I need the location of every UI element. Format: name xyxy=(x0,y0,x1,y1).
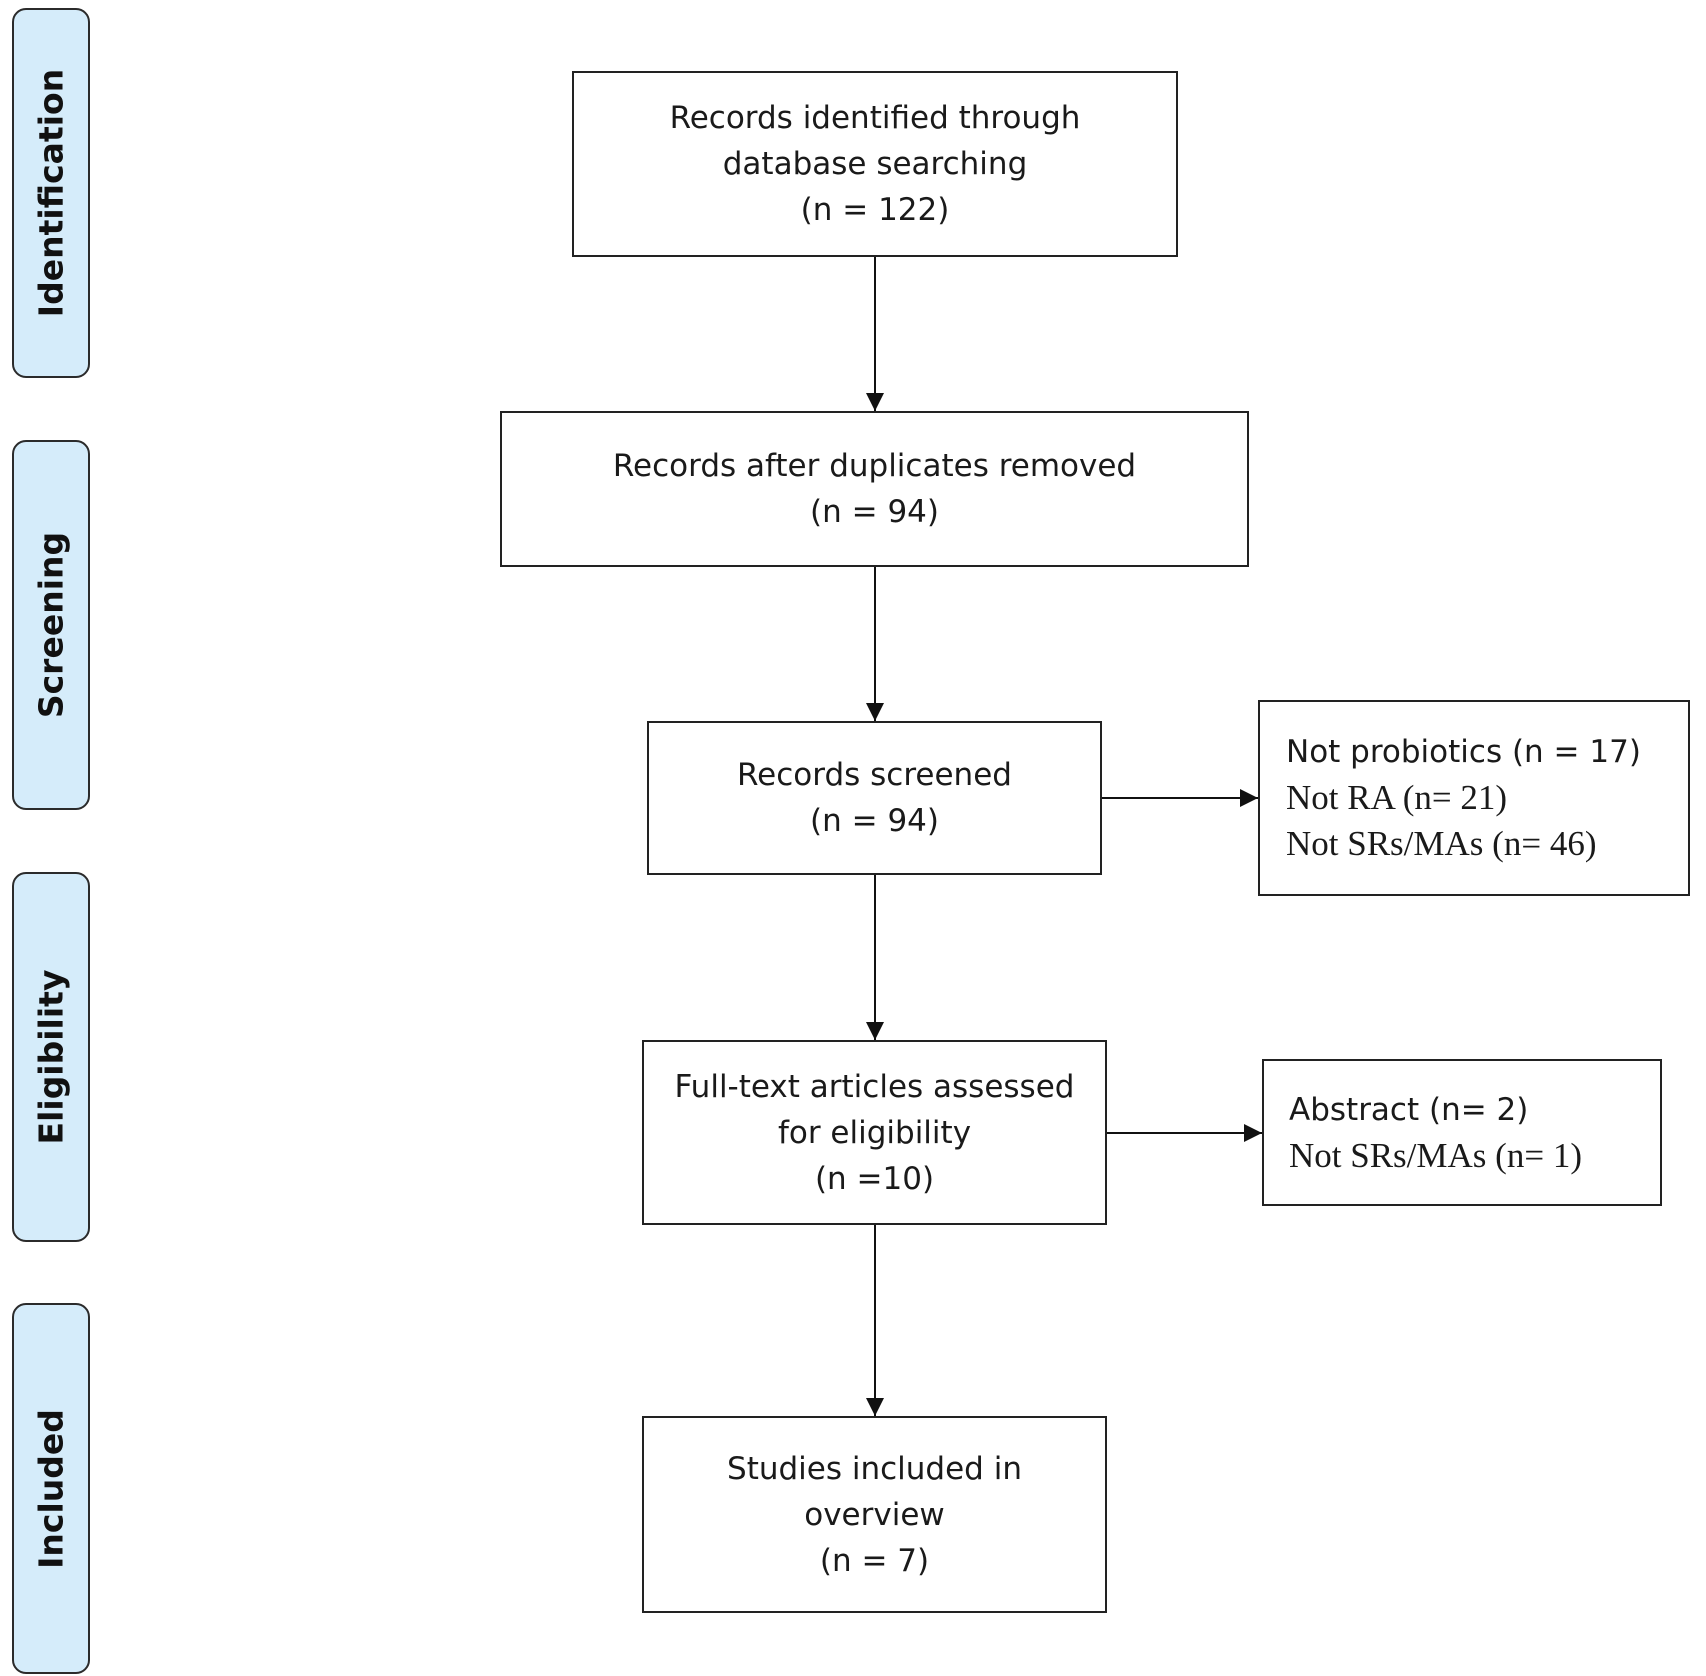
arrowhead-3 xyxy=(866,1022,884,1040)
arrowhead-2 xyxy=(866,703,884,721)
stage-identification: Identification xyxy=(12,8,90,378)
box-screening-exclusions: Not probiotics (n = 17) Not RA (n= 21) N… xyxy=(1258,700,1690,896)
box-fulltext-assessed-line2: for eligibility xyxy=(777,1114,972,1151)
exclusion-not-srs-mas-eligibility: Not SRs/MAs (n= 1) xyxy=(1289,1135,1582,1175)
arrowhead-6 xyxy=(1244,1124,1262,1142)
exclusion-not-probiotics: Not probiotics (n = 17) xyxy=(1286,734,1641,770)
box-studies-included: Studies included in overview (n = 7) xyxy=(642,1416,1107,1613)
box-fulltext-assessed-count: (n =10) xyxy=(814,1160,935,1197)
stage-eligibility: Eligibility xyxy=(12,872,90,1242)
box-records-identified-count: (n = 122) xyxy=(800,192,950,228)
box-records-screened: Records screened (n = 94) xyxy=(647,721,1102,875)
exclusion-abstract: Abstract (n= 2) xyxy=(1289,1091,1529,1128)
box-records-deduplicated-line1: Records after duplicates removed xyxy=(612,448,1137,484)
arrowhead-4 xyxy=(866,1398,884,1416)
box-records-deduplicated: Records after duplicates removed (n = 94… xyxy=(500,411,1249,567)
stage-screening: Screening xyxy=(12,440,90,810)
box-studies-included-line2: overview xyxy=(804,1496,945,1533)
arrowhead-5 xyxy=(1240,789,1258,807)
stage-included: Included xyxy=(12,1303,90,1674)
box-studies-included-count: (n = 7) xyxy=(819,1542,930,1579)
arrowhead-1 xyxy=(866,393,884,411)
box-records-identified-line1: Records identified through xyxy=(669,100,1081,136)
box-records-deduplicated-count: (n = 94) xyxy=(810,494,939,530)
box-records-screened-count: (n = 94) xyxy=(810,803,939,839)
box-fulltext-assessed: Full-text articles assessed for eligibil… xyxy=(642,1040,1107,1225)
box-eligibility-exclusions: Abstract (n= 2) Not SRs/MAs (n= 1) xyxy=(1262,1059,1662,1206)
box-records-identified: Records identified through database sear… xyxy=(572,71,1178,257)
exclusion-not-ra: Not RA (n= 21) xyxy=(1286,778,1507,817)
exclusion-not-srs-mas: Not SRs/MAs (n= 46) xyxy=(1286,824,1597,863)
box-studies-included-line1: Studies included in xyxy=(727,1450,1022,1487)
box-fulltext-assessed-line1: Full-text articles assessed xyxy=(674,1068,1075,1105)
box-records-identified-line2: database searching xyxy=(722,146,1028,182)
box-records-screened-line1: Records screened xyxy=(737,757,1012,793)
